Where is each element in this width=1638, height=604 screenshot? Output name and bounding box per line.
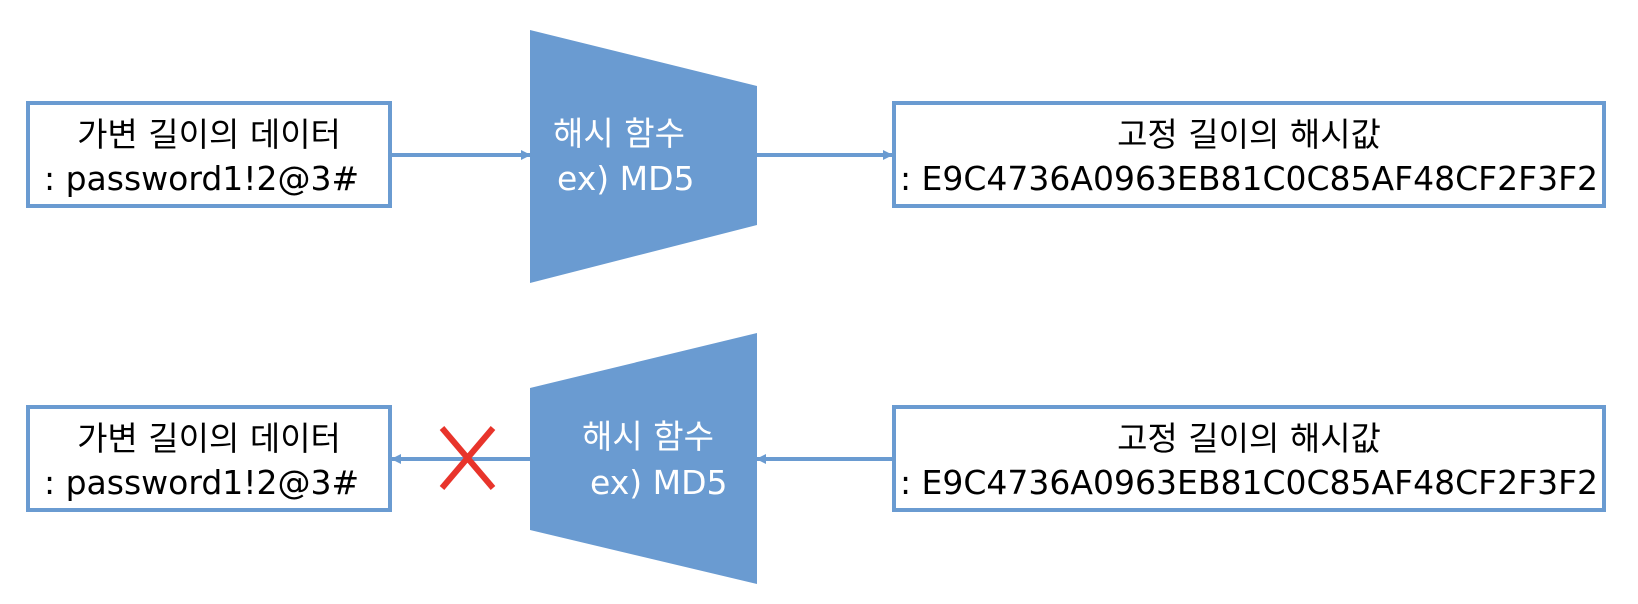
reverse-hash-row: 가변 길이의 데이터 : password1!2@3# 해시 함수 ex) MD… (26, 333, 1606, 584)
hash-value-box (892, 405, 1606, 512)
hash-function-shape (530, 333, 757, 584)
hash-function-label: 해시 함수 (582, 417, 714, 456)
hash-value-label: 고정 길이의 해시값 (1117, 419, 1381, 458)
hash-function-label: 해시 함수 (553, 114, 685, 153)
input-data-box (26, 405, 392, 512)
x-mark-icon (439, 426, 496, 490)
hash-function-example: ex) MD5 (590, 463, 728, 502)
hash-value-text: : E9C4736A0963EB81C0C85AF48CF2F3F2 (900, 463, 1598, 502)
hash-value-text: : E9C4736A0963EB81C0C85AF48CF2F3F2 (900, 159, 1598, 198)
input-data-label: 가변 길이의 데이터 (77, 115, 341, 154)
input-data-label: 가변 길이의 데이터 (77, 419, 341, 458)
input-data-value: : password1!2@3# (44, 159, 359, 198)
hash-value-box (892, 101, 1606, 208)
hash-function-shape (530, 30, 757, 283)
forward-hash-row: 가변 길이의 데이터 : password1!2@3# 해시 함수 ex) MD… (26, 30, 1606, 283)
input-data-value: : password1!2@3# (44, 463, 359, 502)
input-data-box (26, 101, 392, 208)
hash-value-label: 고정 길이의 해시값 (1117, 115, 1381, 154)
hash-function-example: ex) MD5 (557, 159, 695, 198)
